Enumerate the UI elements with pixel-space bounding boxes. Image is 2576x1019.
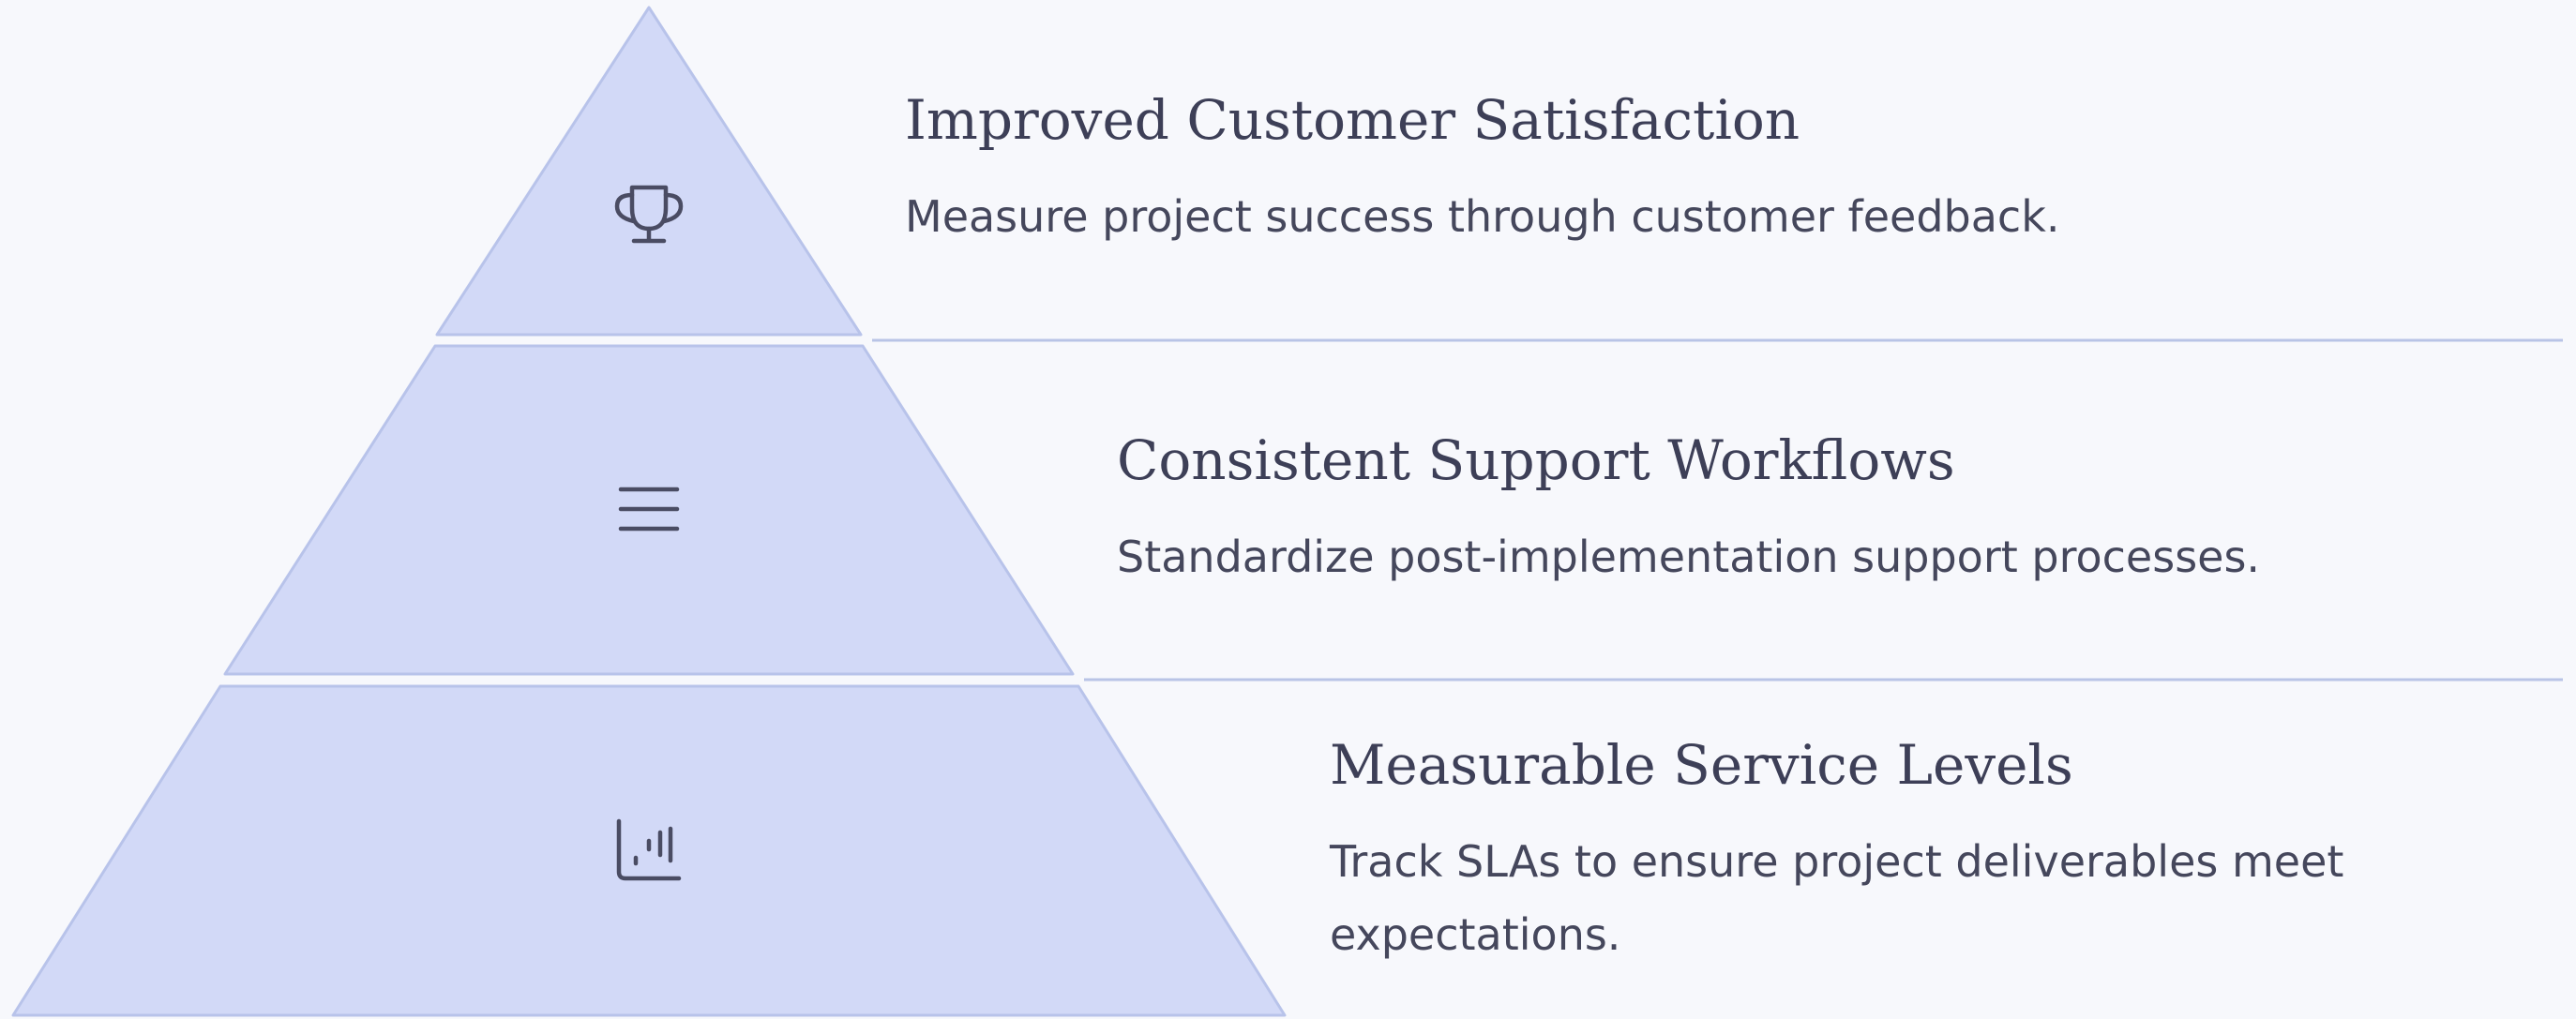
tier-3-text: Measurable Service Levels Track SLAs to …: [1330, 731, 2361, 971]
menu-lines-icon: [618, 487, 680, 532]
pyramid-tier-top: [435, 6, 863, 337]
tier-2-text: Consistent Support Workflows Standardize…: [1117, 427, 2542, 593]
tier-1-text: Improved Customer Satisfaction Measure p…: [905, 86, 2537, 253]
tier-title: Improved Customer Satisfaction: [905, 88, 1800, 152]
tier-description: Measure project success through customer…: [905, 191, 2060, 242]
bar-chart-icon: [616, 818, 682, 881]
trophy-icon: [614, 185, 684, 244]
tier-description: Track SLAs to ensure project deliverable…: [1330, 836, 2344, 960]
tier-title: Consistent Support Workflows: [1117, 428, 1955, 492]
tier-title: Measurable Service Levels: [1330, 733, 2073, 797]
tier-description: Standardize post-implementation support …: [1117, 532, 2261, 582]
